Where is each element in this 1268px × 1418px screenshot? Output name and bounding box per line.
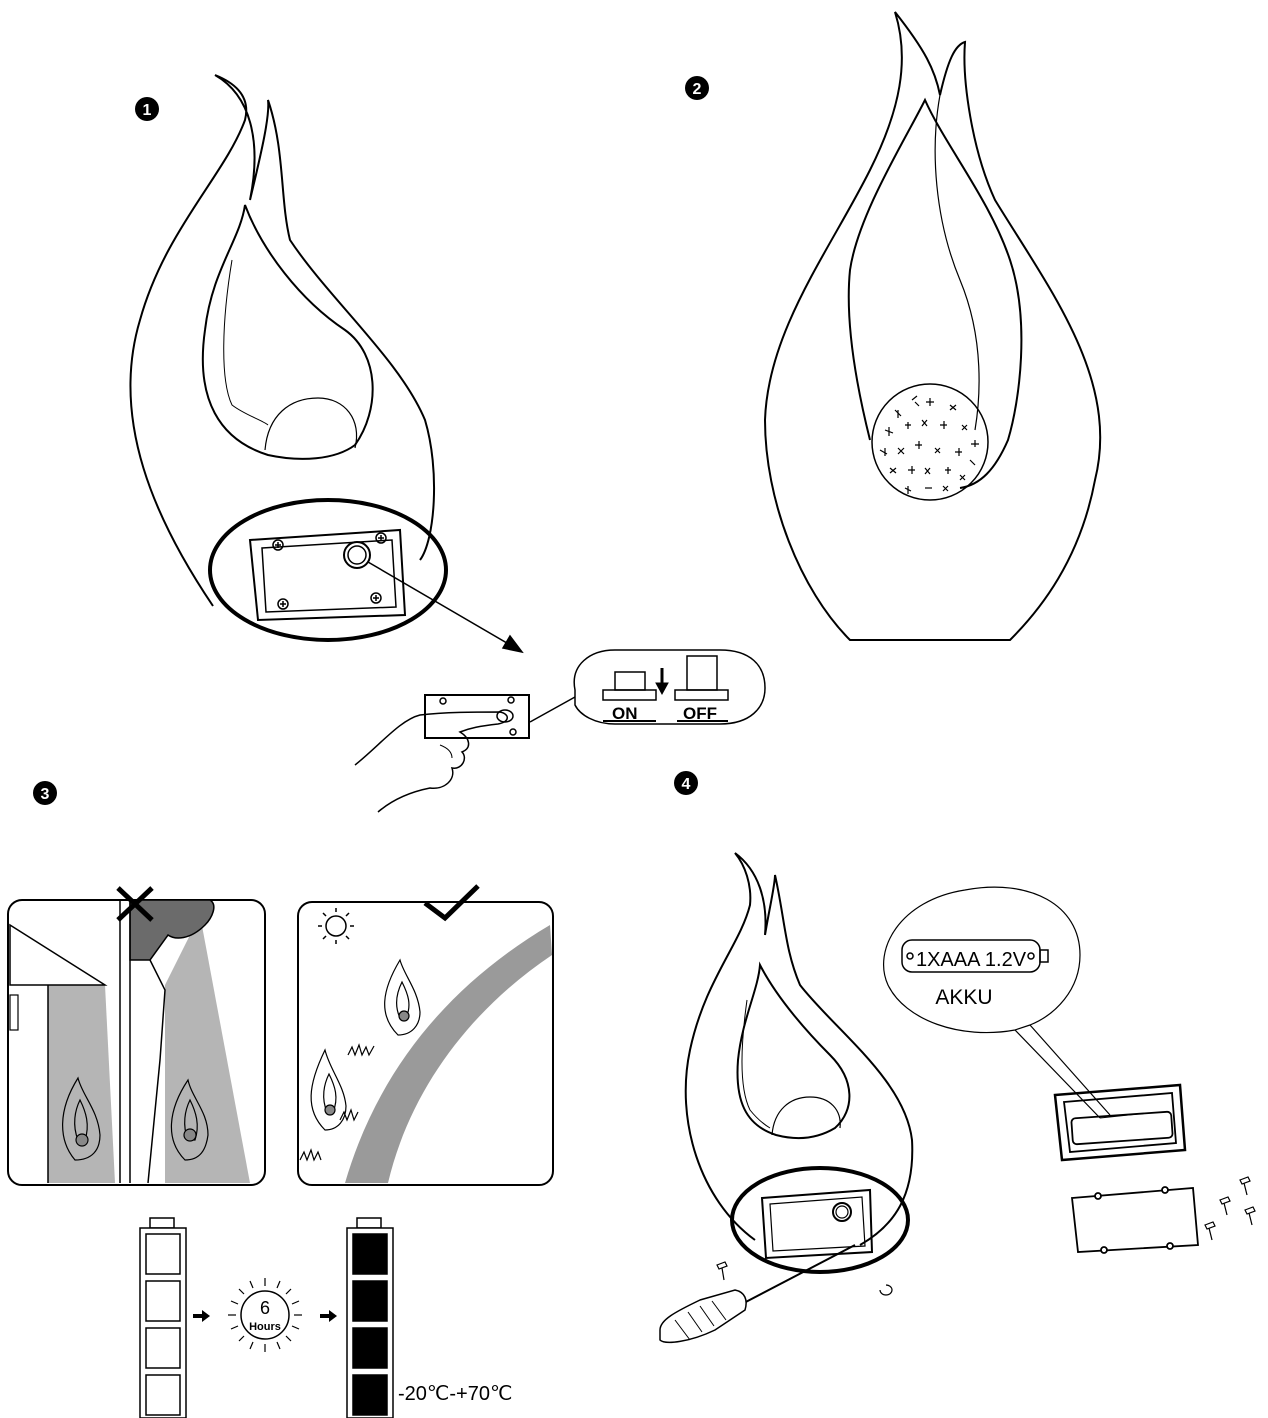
switch-callout — [574, 650, 765, 724]
step-4-badge: 4 — [674, 771, 698, 795]
battery-compartment — [1055, 1085, 1185, 1160]
power-button-icon — [344, 542, 370, 568]
svg-text:2: 2 — [693, 81, 702, 98]
battery-cover — [1072, 1187, 1198, 1253]
step-1-badge: 1 — [135, 97, 159, 121]
svg-text:4: 4 — [682, 776, 691, 793]
switch-on-label: ON — [612, 704, 638, 723]
battery-spec: 1XAAA 1.2V — [916, 949, 1027, 971]
battery-empty-icon — [140, 1218, 186, 1418]
charge-hours-value: 6 — [260, 1298, 270, 1318]
highlight-ring — [210, 500, 446, 640]
battery-callout-bubble — [884, 887, 1110, 1118]
lamp-step-2 — [765, 12, 1100, 640]
lamp-step-1 — [130, 75, 446, 640]
step-2-badge: 2 — [685, 76, 709, 100]
down-arrow-icon — [656, 668, 668, 694]
textured-ball — [872, 384, 988, 500]
svg-text:1: 1 — [143, 102, 152, 119]
panel-sunny-placement — [298, 902, 553, 1185]
step-3-badge: 3 — [33, 781, 57, 805]
temperature-range: -20℃-+70℃ — [398, 1383, 512, 1405]
svg-text:3: 3 — [41, 786, 50, 803]
battery-type: AKKU — [935, 986, 992, 1009]
lamp-step-4 — [686, 853, 913, 1272]
screwdriver-icon — [660, 1245, 855, 1342]
switch-off-label: OFF — [683, 704, 717, 723]
finger-press-illustration — [355, 695, 575, 812]
battery-full-icon — [347, 1218, 393, 1418]
panel-shaded-placement — [8, 900, 265, 1185]
charge-hours-label: Hours — [249, 1321, 281, 1333]
